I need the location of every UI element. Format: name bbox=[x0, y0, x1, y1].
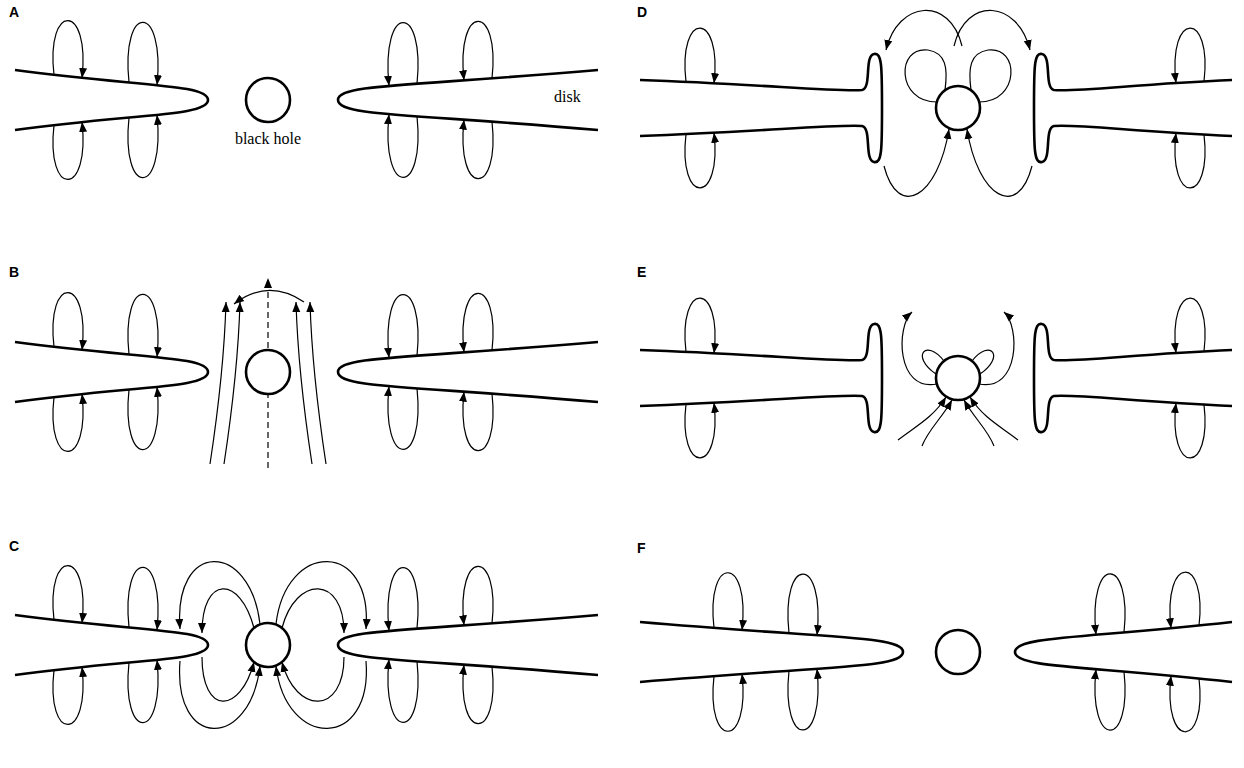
accretion-disk bbox=[1034, 54, 1232, 162]
field-loop bbox=[463, 293, 493, 352]
panel-letter: A bbox=[8, 4, 20, 20]
field-loop bbox=[788, 574, 818, 635]
field-loop bbox=[463, 21, 493, 80]
field-loop bbox=[388, 386, 418, 449]
panel-letter: F bbox=[636, 540, 647, 556]
field-line bbox=[276, 562, 366, 629]
field-loop bbox=[128, 567, 158, 630]
field-loop bbox=[128, 660, 158, 723]
black-hole-label: black hole bbox=[234, 130, 302, 148]
field-line bbox=[180, 562, 260, 629]
black-hole bbox=[936, 630, 980, 674]
field-loop bbox=[463, 120, 493, 179]
field-loop bbox=[713, 573, 743, 630]
field-loop bbox=[788, 669, 818, 730]
field-loop bbox=[388, 568, 418, 631]
field-loop bbox=[53, 394, 83, 451]
field-loop bbox=[713, 674, 743, 731]
black-hole bbox=[936, 86, 980, 130]
black-hole bbox=[936, 356, 980, 400]
accretion-disk bbox=[1034, 324, 1232, 432]
field-loop bbox=[1175, 403, 1205, 458]
field-loop bbox=[685, 403, 715, 458]
field-line bbox=[210, 302, 226, 464]
field-loop bbox=[53, 667, 83, 724]
field-line bbox=[224, 302, 240, 464]
accretion-disk bbox=[338, 615, 598, 675]
panel-letter: E bbox=[636, 264, 647, 280]
field-loop bbox=[463, 566, 493, 625]
accretion-disk bbox=[15, 342, 208, 402]
disks bbox=[15, 54, 1232, 682]
field-loop bbox=[53, 293, 83, 350]
field-line bbox=[202, 657, 254, 701]
field-loop bbox=[388, 114, 418, 177]
field-loop bbox=[463, 392, 493, 451]
field-line bbox=[967, 129, 1032, 196]
field-loop bbox=[463, 665, 493, 724]
field-loop bbox=[685, 133, 715, 188]
accretion-disk bbox=[15, 615, 208, 675]
field-loop bbox=[1095, 669, 1125, 730]
field-line bbox=[922, 400, 952, 446]
accretion-disk bbox=[338, 70, 598, 130]
field-loop bbox=[53, 122, 83, 179]
accretion-disk bbox=[640, 324, 882, 432]
field-line bbox=[886, 10, 962, 50]
field-line bbox=[310, 302, 326, 464]
field-loop bbox=[1175, 298, 1205, 353]
field-loop bbox=[128, 115, 158, 178]
field-loop bbox=[1175, 28, 1205, 83]
field-loop bbox=[128, 294, 158, 357]
black-hole bbox=[246, 78, 290, 122]
field-loop bbox=[685, 298, 715, 353]
field-lines bbox=[53, 10, 1205, 731]
field-line bbox=[902, 312, 937, 385]
field-loop bbox=[1175, 133, 1205, 188]
field-line bbox=[234, 290, 304, 304]
field-line bbox=[276, 661, 366, 728]
field-line bbox=[954, 10, 1030, 50]
field-line bbox=[180, 661, 260, 728]
accretion-disk bbox=[640, 54, 882, 162]
panel-letter: B bbox=[8, 264, 20, 280]
field-loop bbox=[1095, 574, 1125, 635]
black-hole bbox=[246, 350, 290, 394]
accretion-disk bbox=[338, 342, 598, 402]
field-loop bbox=[388, 659, 418, 722]
field-line bbox=[282, 657, 344, 701]
panel-letter: D bbox=[636, 4, 648, 20]
field-line bbox=[296, 302, 312, 464]
field-loop bbox=[53, 21, 83, 78]
accretion-disk bbox=[640, 622, 903, 682]
field-line bbox=[964, 400, 994, 446]
field-line bbox=[884, 129, 949, 196]
black-hole bbox=[246, 623, 290, 667]
field-loop bbox=[128, 387, 158, 450]
panel-letter: C bbox=[8, 538, 20, 554]
field-loop bbox=[1170, 676, 1200, 732]
field-line bbox=[282, 589, 344, 633]
field-loop bbox=[388, 295, 418, 358]
accretion-disk bbox=[1015, 622, 1232, 682]
field-loop bbox=[1170, 572, 1200, 628]
accretion-disk bbox=[15, 70, 208, 130]
field-loop bbox=[388, 23, 418, 86]
field-loop bbox=[128, 22, 158, 85]
black-holes bbox=[246, 78, 980, 674]
disk-label: disk bbox=[553, 88, 582, 106]
field-loop bbox=[53, 566, 83, 623]
field-line bbox=[979, 312, 1014, 385]
field-loop bbox=[685, 28, 715, 83]
field-line bbox=[202, 589, 254, 633]
